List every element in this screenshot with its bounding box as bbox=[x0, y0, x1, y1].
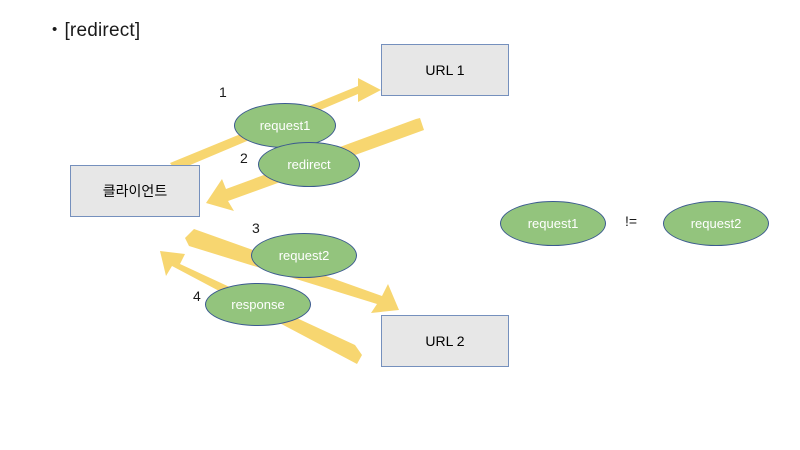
comparison-ellipse-right-label: request2 bbox=[690, 216, 742, 231]
comparison-ellipse-left[interactable]: request1 bbox=[500, 201, 606, 246]
page-title-text: [redirect] bbox=[64, 20, 141, 41]
step-number-2: 2 bbox=[240, 150, 248, 166]
comparison-ellipse-right[interactable]: request2 bbox=[663, 201, 769, 246]
message-ellipse-redirect-label: redirect bbox=[287, 157, 331, 172]
node-url1[interactable]: URL 1 bbox=[381, 44, 509, 96]
step-number-3: 3 bbox=[252, 220, 260, 236]
node-client[interactable]: 클라이언트 bbox=[70, 165, 200, 217]
message-ellipse-response-label: response bbox=[231, 297, 285, 312]
comparison-ellipse-left-label: request1 bbox=[527, 216, 579, 231]
node-url1-label: URL 1 bbox=[425, 62, 465, 78]
page-title: • [redirect] bbox=[52, 20, 140, 42]
node-url2-label: URL 2 bbox=[425, 333, 465, 349]
message-ellipse-request1-label: request1 bbox=[259, 118, 311, 133]
step-number-1: 1 bbox=[219, 84, 227, 100]
message-ellipse-request2-label: request2 bbox=[278, 248, 330, 263]
message-ellipse-redirect[interactable]: redirect bbox=[258, 142, 360, 187]
message-ellipse-response[interactable]: response bbox=[205, 283, 311, 326]
node-url2[interactable]: URL 2 bbox=[381, 315, 509, 367]
bullet-icon: • bbox=[52, 21, 58, 38]
comparison-operator: != bbox=[625, 213, 638, 229]
node-client-label: 클라이언트 bbox=[102, 184, 168, 200]
message-ellipse-request2[interactable]: request2 bbox=[251, 233, 357, 278]
step-number-4: 4 bbox=[193, 288, 201, 304]
message-ellipse-request1[interactable]: request1 bbox=[234, 103, 336, 148]
